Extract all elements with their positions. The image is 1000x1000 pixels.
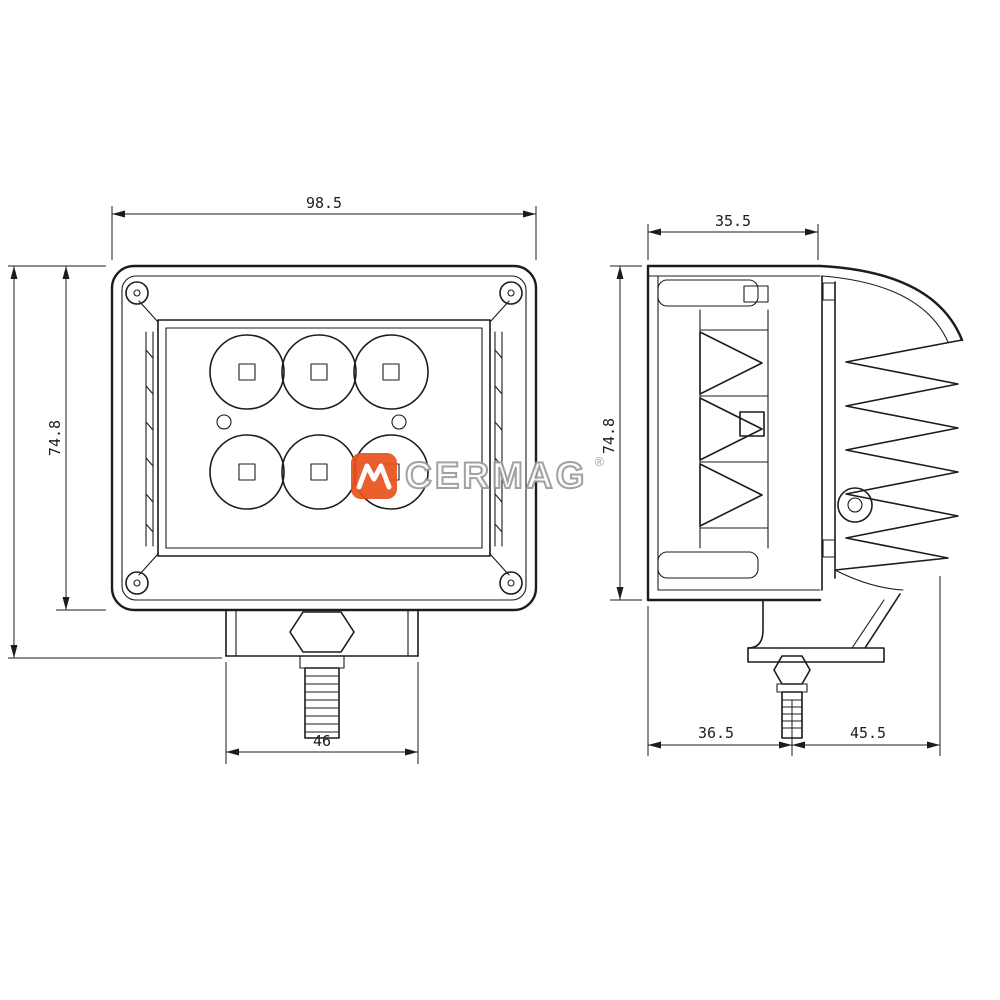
front-lens-frame [157, 319, 491, 557]
led-chip-section [739, 411, 765, 437]
side-rear-tab-bottom [822, 539, 836, 558]
side-hex-nut [773, 655, 811, 685]
side-top-cover-curve [818, 264, 964, 342]
lens-screw-left [216, 414, 232, 430]
front-dimensions: 98.5 74.8 46 [8, 194, 537, 764]
bolt-collar [299, 655, 345, 669]
side-rear-tab-top [822, 282, 836, 301]
bolt-shaft [304, 667, 340, 739]
hex-bolt-head [289, 611, 355, 653]
side-top-clamp [657, 279, 759, 307]
front-side-ribs [145, 331, 503, 547]
dim-side-depth: 35.5 [715, 212, 751, 230]
side-dimensions: 35.5 74.8 36.5 45.5 [600, 212, 941, 756]
dim-side-height: 74.8 [600, 418, 618, 454]
heat-sink-fins [834, 339, 963, 571]
dim-side-bottom-rear: 45.5 [850, 724, 886, 742]
side-top-tab [743, 285, 769, 303]
side-screw-knob [837, 487, 873, 523]
front-body-outline [110, 264, 538, 612]
front-lens-frame-inner [165, 327, 483, 549]
front-body-inner-outline [121, 275, 527, 601]
side-view: 35.5 74.8 36.5 45.5 [600, 212, 964, 756]
front-bracket [225, 609, 419, 739]
lens-screw-right [391, 414, 407, 430]
front-view: 98.5 74.8 46 [8, 194, 538, 764]
side-bracket [747, 593, 901, 739]
reflector-section [699, 309, 769, 549]
bolt-threads [304, 675, 340, 733]
front-frame-corner-diagonals [138, 300, 510, 576]
dim-front-height: 74.8 [46, 420, 64, 456]
side-bottom-clamp [657, 551, 759, 579]
dim-front-bracket-width: 46 [313, 732, 331, 750]
dim-front-width: 98.5 [306, 194, 342, 212]
dim-side-bottom-front: 36.5 [698, 724, 734, 742]
led-array [209, 334, 429, 510]
corner-screws [125, 281, 523, 595]
side-bottom-rear-cover [834, 569, 904, 591]
